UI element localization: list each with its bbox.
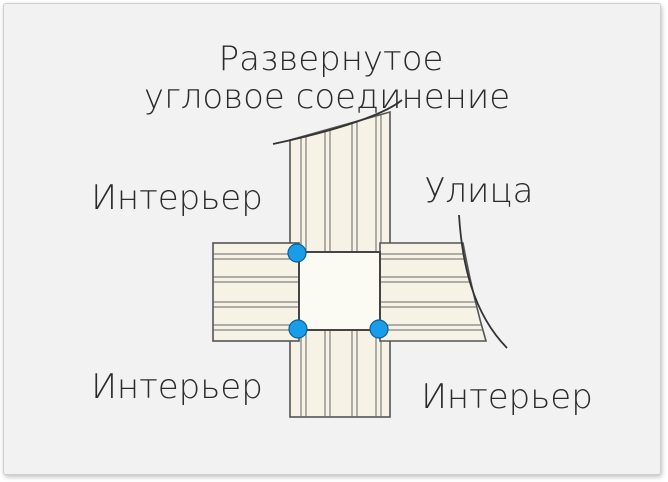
corner-connector: [298, 251, 381, 331]
label-bottom-left: Интерьер: [91, 367, 263, 407]
left-profile-body: [212, 242, 300, 342]
joint-dot-bottom-right: [369, 319, 389, 339]
bottom-profile-body: [289, 329, 391, 418]
bottom-profile: [289, 329, 391, 418]
right-profile-body: [379, 242, 488, 342]
label-bottom-right: Интерьер: [421, 377, 593, 417]
left-profile: [212, 242, 300, 342]
title-line-2: угловое соединение: [144, 77, 510, 117]
label-top-left: Интерьер: [91, 178, 263, 218]
joint-dot-top-left: [287, 243, 307, 263]
right-profile: [379, 242, 488, 342]
right-break-line: [458, 214, 508, 349]
top-profile: [289, 110, 391, 253]
top-profile-body: [289, 110, 391, 253]
joint-dot-bottom-left: [288, 319, 308, 339]
label-top-right: Улица: [425, 171, 534, 211]
title-line-1: Развернутое: [219, 39, 444, 79]
top-break-line: [272, 99, 403, 145]
